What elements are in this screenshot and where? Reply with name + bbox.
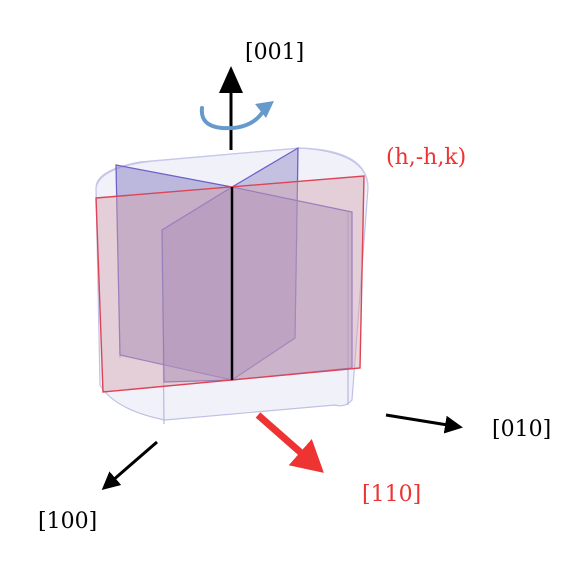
cylinder-top-rim [95,147,369,189]
axis-100-label: [100] [38,509,97,534]
plane-label: (h,-h,k) [386,145,466,170]
wedge-volume [115,146,353,383]
axis-010-label: [010] [492,417,551,442]
axis-100-arrow [101,440,158,490]
rotation-arrow-icon [199,101,274,131]
plane-h-minus-h-k [95,175,365,393]
axis-110-label: [110] [362,482,421,507]
axis-010-arrow [385,413,463,434]
axis-001-label: [001] [245,40,304,65]
axis-110-arrow [255,412,324,473]
